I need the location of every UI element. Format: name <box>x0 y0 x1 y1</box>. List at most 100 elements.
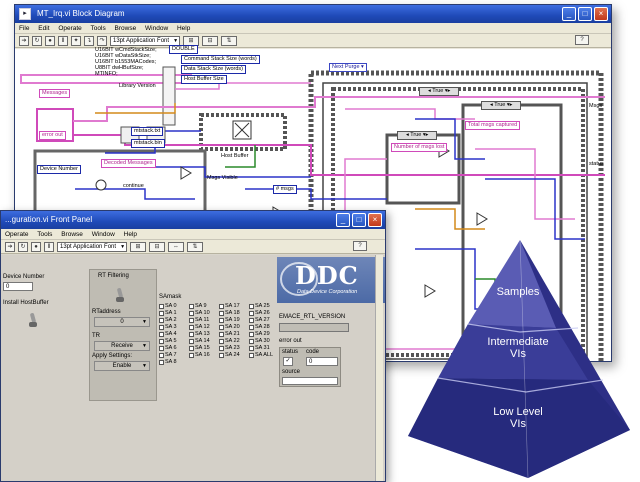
install-hostbuffer-toggle[interactable] <box>29 313 37 327</box>
step-over-icon[interactable]: ↷ <box>97 35 107 46</box>
checkbox-icon[interactable] <box>219 303 224 309</box>
fp-distribute-objects-icon[interactable]: ⊟ <box>149 241 166 252</box>
checkbox-icon[interactable] <box>189 303 194 309</box>
checkbox-icon[interactable] <box>189 317 194 323</box>
samask-checkbox[interactable]: SA 13 <box>189 331 219 337</box>
fp-run-continuous-icon[interactable]: ↻ <box>18 241 28 252</box>
checkbox-icon[interactable] <box>249 317 254 323</box>
menu-operate[interactable]: Operate <box>58 25 82 32</box>
menu-window[interactable]: Window <box>145 25 169 32</box>
checkbox-icon[interactable] <box>159 324 164 330</box>
fp-reorder-icon[interactable]: ⇅ <box>187 241 204 252</box>
samask-checkbox[interactable]: SA 10 <box>189 310 219 316</box>
number-of-msgs-lost-indicator[interactable]: Number of msgs lost <box>391 143 448 152</box>
checkbox-icon[interactable] <box>159 338 164 344</box>
msgs-count-control[interactable]: # msgs <box>273 185 297 194</box>
samask-checkbox[interactable]: SA 11 <box>189 317 219 323</box>
fp-pause-icon[interactable]: Ⅱ <box>44 241 54 252</box>
samask-checkbox[interactable]: SA 7 <box>159 352 189 358</box>
samask-checkbox[interactable]: SA 15 <box>189 345 219 351</box>
checkbox-icon[interactable] <box>189 331 194 337</box>
menu-help[interactable]: Help <box>176 25 191 32</box>
fp-resize-objects-icon[interactable]: ⇔ <box>168 241 185 252</box>
checkbox-icon[interactable] <box>189 324 194 330</box>
samask-checkbox[interactable]: SA 25 <box>249 303 279 309</box>
menu-edit[interactable]: Edit <box>38 25 50 32</box>
block-diagram-titlebar[interactable]: ▸ MT_Irq.vi Block Diagram _ □ × <box>15 5 611 23</box>
distribute-objects-icon[interactable]: ⊟ <box>202 35 219 46</box>
checkbox-icon[interactable] <box>249 352 254 358</box>
fp-minimize-button[interactable]: _ <box>336 213 350 227</box>
data-stack-size-control[interactable]: Data Stack Size (words) <box>181 65 246 74</box>
fp-menu-window[interactable]: Window <box>91 231 115 238</box>
fp-close-button[interactable]: × <box>368 213 382 227</box>
samask-checkbox[interactable]: SA 6 <box>159 345 189 351</box>
error-out-indicator[interactable]: error out <box>39 131 66 140</box>
samask-checkbox[interactable]: SA 9 <box>189 303 219 309</box>
checkbox-icon[interactable] <box>189 310 194 316</box>
samask-checkbox[interactable]: SA 26 <box>249 310 279 316</box>
checkbox-icon[interactable] <box>159 331 164 337</box>
command-stack-size-control[interactable]: Command Stack Size (words) <box>181 55 260 64</box>
fp-menu-tools[interactable]: Tools <box>37 231 53 238</box>
samask-checkbox[interactable]: SA 12 <box>189 324 219 330</box>
help-icon[interactable]: ? <box>575 35 589 45</box>
fp-menu-browse[interactable]: Browse <box>61 231 83 238</box>
checkbox-icon[interactable] <box>189 352 194 358</box>
close-button[interactable]: × <box>594 7 608 21</box>
tr-select[interactable]: Receive <box>94 341 150 351</box>
checkbox-icon[interactable] <box>219 317 224 323</box>
rt-address-select[interactable]: 0 <box>94 317 150 327</box>
menu-file[interactable]: File <box>19 25 30 32</box>
checkbox-icon[interactable] <box>249 338 254 344</box>
samask-checkbox[interactable]: SA 31 <box>249 345 279 351</box>
samask-checkbox[interactable]: SA 29 <box>249 331 279 337</box>
samask-checkbox[interactable]: SA 23 <box>219 345 249 351</box>
run-continuous-icon[interactable]: ↻ <box>32 35 42 46</box>
next-purge-dropdown[interactable]: Next Purge ▾ <box>329 63 367 72</box>
font-select[interactable]: 13pt Application Font <box>110 35 181 46</box>
samask-checkbox[interactable]: SA 19 <box>219 317 249 323</box>
reorder-icon[interactable]: ⇅ <box>221 35 238 46</box>
samask-checkbox[interactable]: SA 8 <box>159 359 189 365</box>
messages-indicator[interactable]: Messages <box>39 89 71 98</box>
apply-settings-select[interactable]: Enable <box>94 361 150 371</box>
samask-checkbox[interactable]: SA 18 <box>219 310 249 316</box>
samask-checkbox[interactable]: SA 27 <box>249 317 279 323</box>
total-msgs-captured-indicator[interactable]: Total msgs captured <box>465 121 521 130</box>
case-selector-true-inner[interactable]: ◂ True ▾▸ <box>397 131 438 140</box>
abort-icon[interactable]: ● <box>45 35 55 46</box>
decoded-messages-indicator[interactable]: Decoded Messages <box>101 159 156 168</box>
fp-run-arrow-icon[interactable]: ➔ <box>5 241 15 252</box>
samask-checkbox[interactable]: SA 28 <box>249 324 279 330</box>
samask-checkbox[interactable]: SA 21 <box>219 331 249 337</box>
samask-checkbox[interactable]: SA 24 <box>219 352 249 358</box>
checkbox-icon[interactable] <box>219 324 224 330</box>
checkbox-icon[interactable] <box>249 345 254 351</box>
case-selector-true-outer[interactable]: ◂ True ▾▸ <box>419 87 460 96</box>
samask-checkbox[interactable]: SA 14 <box>189 338 219 344</box>
samask-checkbox[interactable]: SA 0 <box>159 303 189 309</box>
case-selector-true-right[interactable]: ◂ True ▾▸ <box>481 101 522 110</box>
checkbox-icon[interactable] <box>189 338 194 344</box>
samask-checkbox[interactable]: SA ALL <box>249 352 279 358</box>
samask-checkbox[interactable]: SA 20 <box>219 324 249 330</box>
checkbox-icon[interactable] <box>159 345 164 351</box>
menu-tools[interactable]: Tools <box>90 25 106 32</box>
checkbox-icon[interactable] <box>219 331 224 337</box>
fp-align-objects-icon[interactable]: ⊞ <box>130 241 147 252</box>
fp-abort-icon[interactable]: ● <box>31 241 41 252</box>
host-buffer-size-control[interactable]: Host Buffer Size <box>181 75 227 84</box>
samask-checkbox[interactable]: SA 4 <box>159 331 189 337</box>
minimize-button[interactable]: _ <box>562 7 576 21</box>
mtstack-txt-constant[interactable]: mtstack.txt <box>131 127 164 136</box>
pause-icon[interactable]: Ⅱ <box>58 35 68 46</box>
samask-checkbox[interactable]: SA 17 <box>219 303 249 309</box>
checkbox-icon[interactable] <box>249 331 254 337</box>
checkbox-icon[interactable] <box>249 310 254 316</box>
front-panel-scrollbar[interactable] <box>375 255 383 481</box>
checkbox-icon[interactable] <box>159 303 164 309</box>
menu-browse[interactable]: Browse <box>114 25 137 32</box>
checkbox-icon[interactable] <box>249 303 254 309</box>
checkbox-icon[interactable] <box>159 310 164 316</box>
